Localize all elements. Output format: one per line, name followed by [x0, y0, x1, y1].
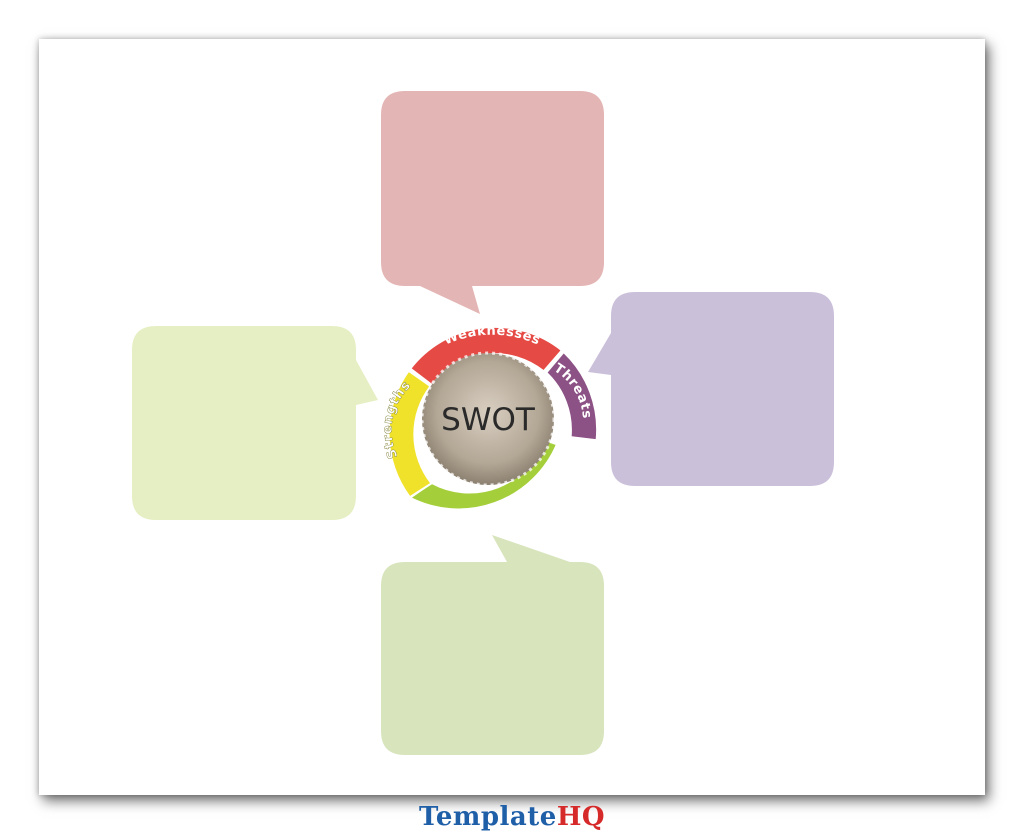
swot-center-disc: [422, 353, 554, 485]
swot-center-rim: [420, 351, 556, 487]
opportunities-callout[interactable]: [381, 535, 604, 755]
weaknesses-callout[interactable]: [381, 91, 604, 314]
logo-text-hq: HQ: [556, 802, 606, 832]
threats-callout[interactable]: [588, 292, 834, 486]
logo-text-template: Template: [418, 802, 557, 832]
templatehq-logo: TemplateHQ: [0, 800, 1024, 835]
threats-segment[interactable]: [544, 350, 599, 442]
strengths-callout[interactable]: [132, 326, 378, 520]
strengths-segment[interactable]: [387, 369, 433, 499]
swot-ring: [387, 325, 599, 511]
swot-center-label: SWOT: [441, 402, 536, 438]
